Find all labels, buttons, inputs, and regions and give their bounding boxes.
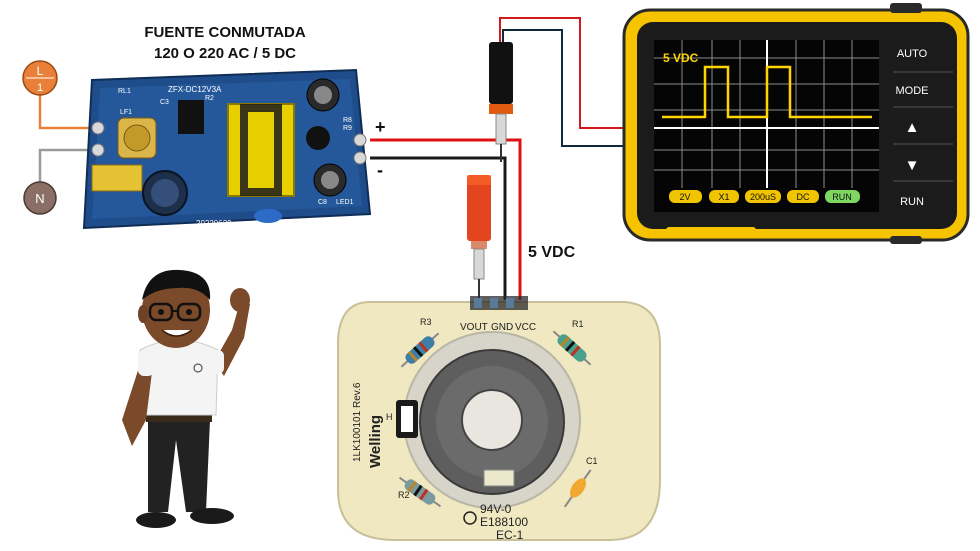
label-r3: R3 — [420, 317, 432, 327]
pcb-label-led1: LED1 — [336, 199, 354, 206]
hall-sensor-board: VOUT GND VCC R3 R1 R2 C1 H 1LK100101 Rev… — [337, 296, 661, 542]
tag-volts: 2V — [679, 192, 690, 202]
auto-button[interactable]: AUTO — [897, 48, 928, 60]
polarity-plus: + — [375, 117, 386, 137]
pcb-label-r9: R9 — [343, 125, 352, 132]
pcb-label-rl1: RL1 — [118, 88, 131, 95]
mode-button[interactable]: MODE — [896, 85, 929, 97]
marking-e188100: E188100 — [480, 515, 528, 529]
pcb-label-r2: R2 — [205, 95, 214, 102]
bottom-tags: 2V X1 200uS DC RUN — [669, 190, 860, 203]
down-arrow-button[interactable]: ▼ — [905, 157, 920, 174]
capacitor-c1 — [563, 469, 592, 508]
title-line-2: 120 O 220 AC / 5 DC — [153, 45, 296, 62]
part-number-text: 1LK100101 — [352, 410, 363, 462]
run-button[interactable]: RUN — [900, 196, 924, 208]
label-c1: C1 — [586, 456, 598, 466]
probe-signal-wire — [499, 17, 632, 129]
probe-lower — [467, 175, 491, 300]
terminal-n-text: N — [35, 191, 44, 206]
marking-94v0: 94V-0 — [480, 502, 512, 516]
tag-probe: X1 — [718, 192, 729, 202]
terminal-n-badge: N — [23, 181, 57, 215]
marking-ec1: EC-1 — [496, 528, 524, 542]
voltage-label: 5 VDC — [528, 244, 576, 261]
pin-gnd-label: GND — [491, 322, 513, 333]
polarity-minus: - — [377, 160, 383, 180]
up-arrow-button[interactable]: ▲ — [905, 119, 920, 136]
resistor-r2 — [398, 476, 442, 508]
label-r2: R2 — [398, 490, 410, 500]
negative-wire — [370, 156, 507, 300]
terminal-l-badge: L 1 — [22, 60, 58, 96]
tag-run: RUN — [832, 192, 852, 202]
screen-voltage-label: 5 VDC — [663, 51, 699, 65]
page-title: FUENTE CONMUTADA 120 O 220 AC / 5 DC — [110, 22, 340, 64]
pcb-label-c3: C3 — [160, 99, 169, 106]
pcb-date-text: 20220629 — [196, 219, 232, 228]
revision-text: Rev.6 — [352, 382, 363, 408]
label-r1: R1 — [572, 319, 584, 329]
live-wire — [38, 95, 96, 130]
resistor-r3 — [400, 332, 440, 368]
oscilloscope: 5 VDC 2V X1 200uS DC RUN AUTO MODE ▲ ▼ R… — [622, 3, 970, 244]
neutral-wire — [38, 148, 96, 188]
brand-text: Welling — [367, 415, 384, 468]
probe-ground-wire — [502, 29, 632, 147]
power-supply-board: ZFX-DC12V3A 20220629 RL1 C3 R2 LF1 R9 R8… — [82, 68, 372, 230]
pin-vcc-label: VCC — [515, 322, 536, 333]
pin-vout-label: VOUT — [460, 322, 488, 333]
title-line-1: FUENTE CONMUTADA — [144, 24, 306, 41]
pcb-model-text: ZFX-DC12V3A — [168, 85, 222, 94]
tag-coupling: DC — [797, 192, 810, 202]
terminal-l-sub: 1 — [37, 82, 43, 94]
pcb-label-lf1: LF1 — [120, 109, 132, 116]
resistor-r1 — [552, 330, 592, 366]
probe-upper — [489, 42, 513, 162]
pcb-label-r8: R8 — [343, 117, 352, 124]
pcb-label-c8: C8 — [318, 199, 327, 206]
cartoon-character — [122, 269, 250, 528]
label-h: H — [386, 412, 393, 422]
terminal-l-text: L — [37, 64, 44, 78]
tag-timebase: 200uS — [750, 192, 776, 202]
positive-wire — [370, 138, 522, 300]
square-wave-trace — [662, 65, 872, 119]
